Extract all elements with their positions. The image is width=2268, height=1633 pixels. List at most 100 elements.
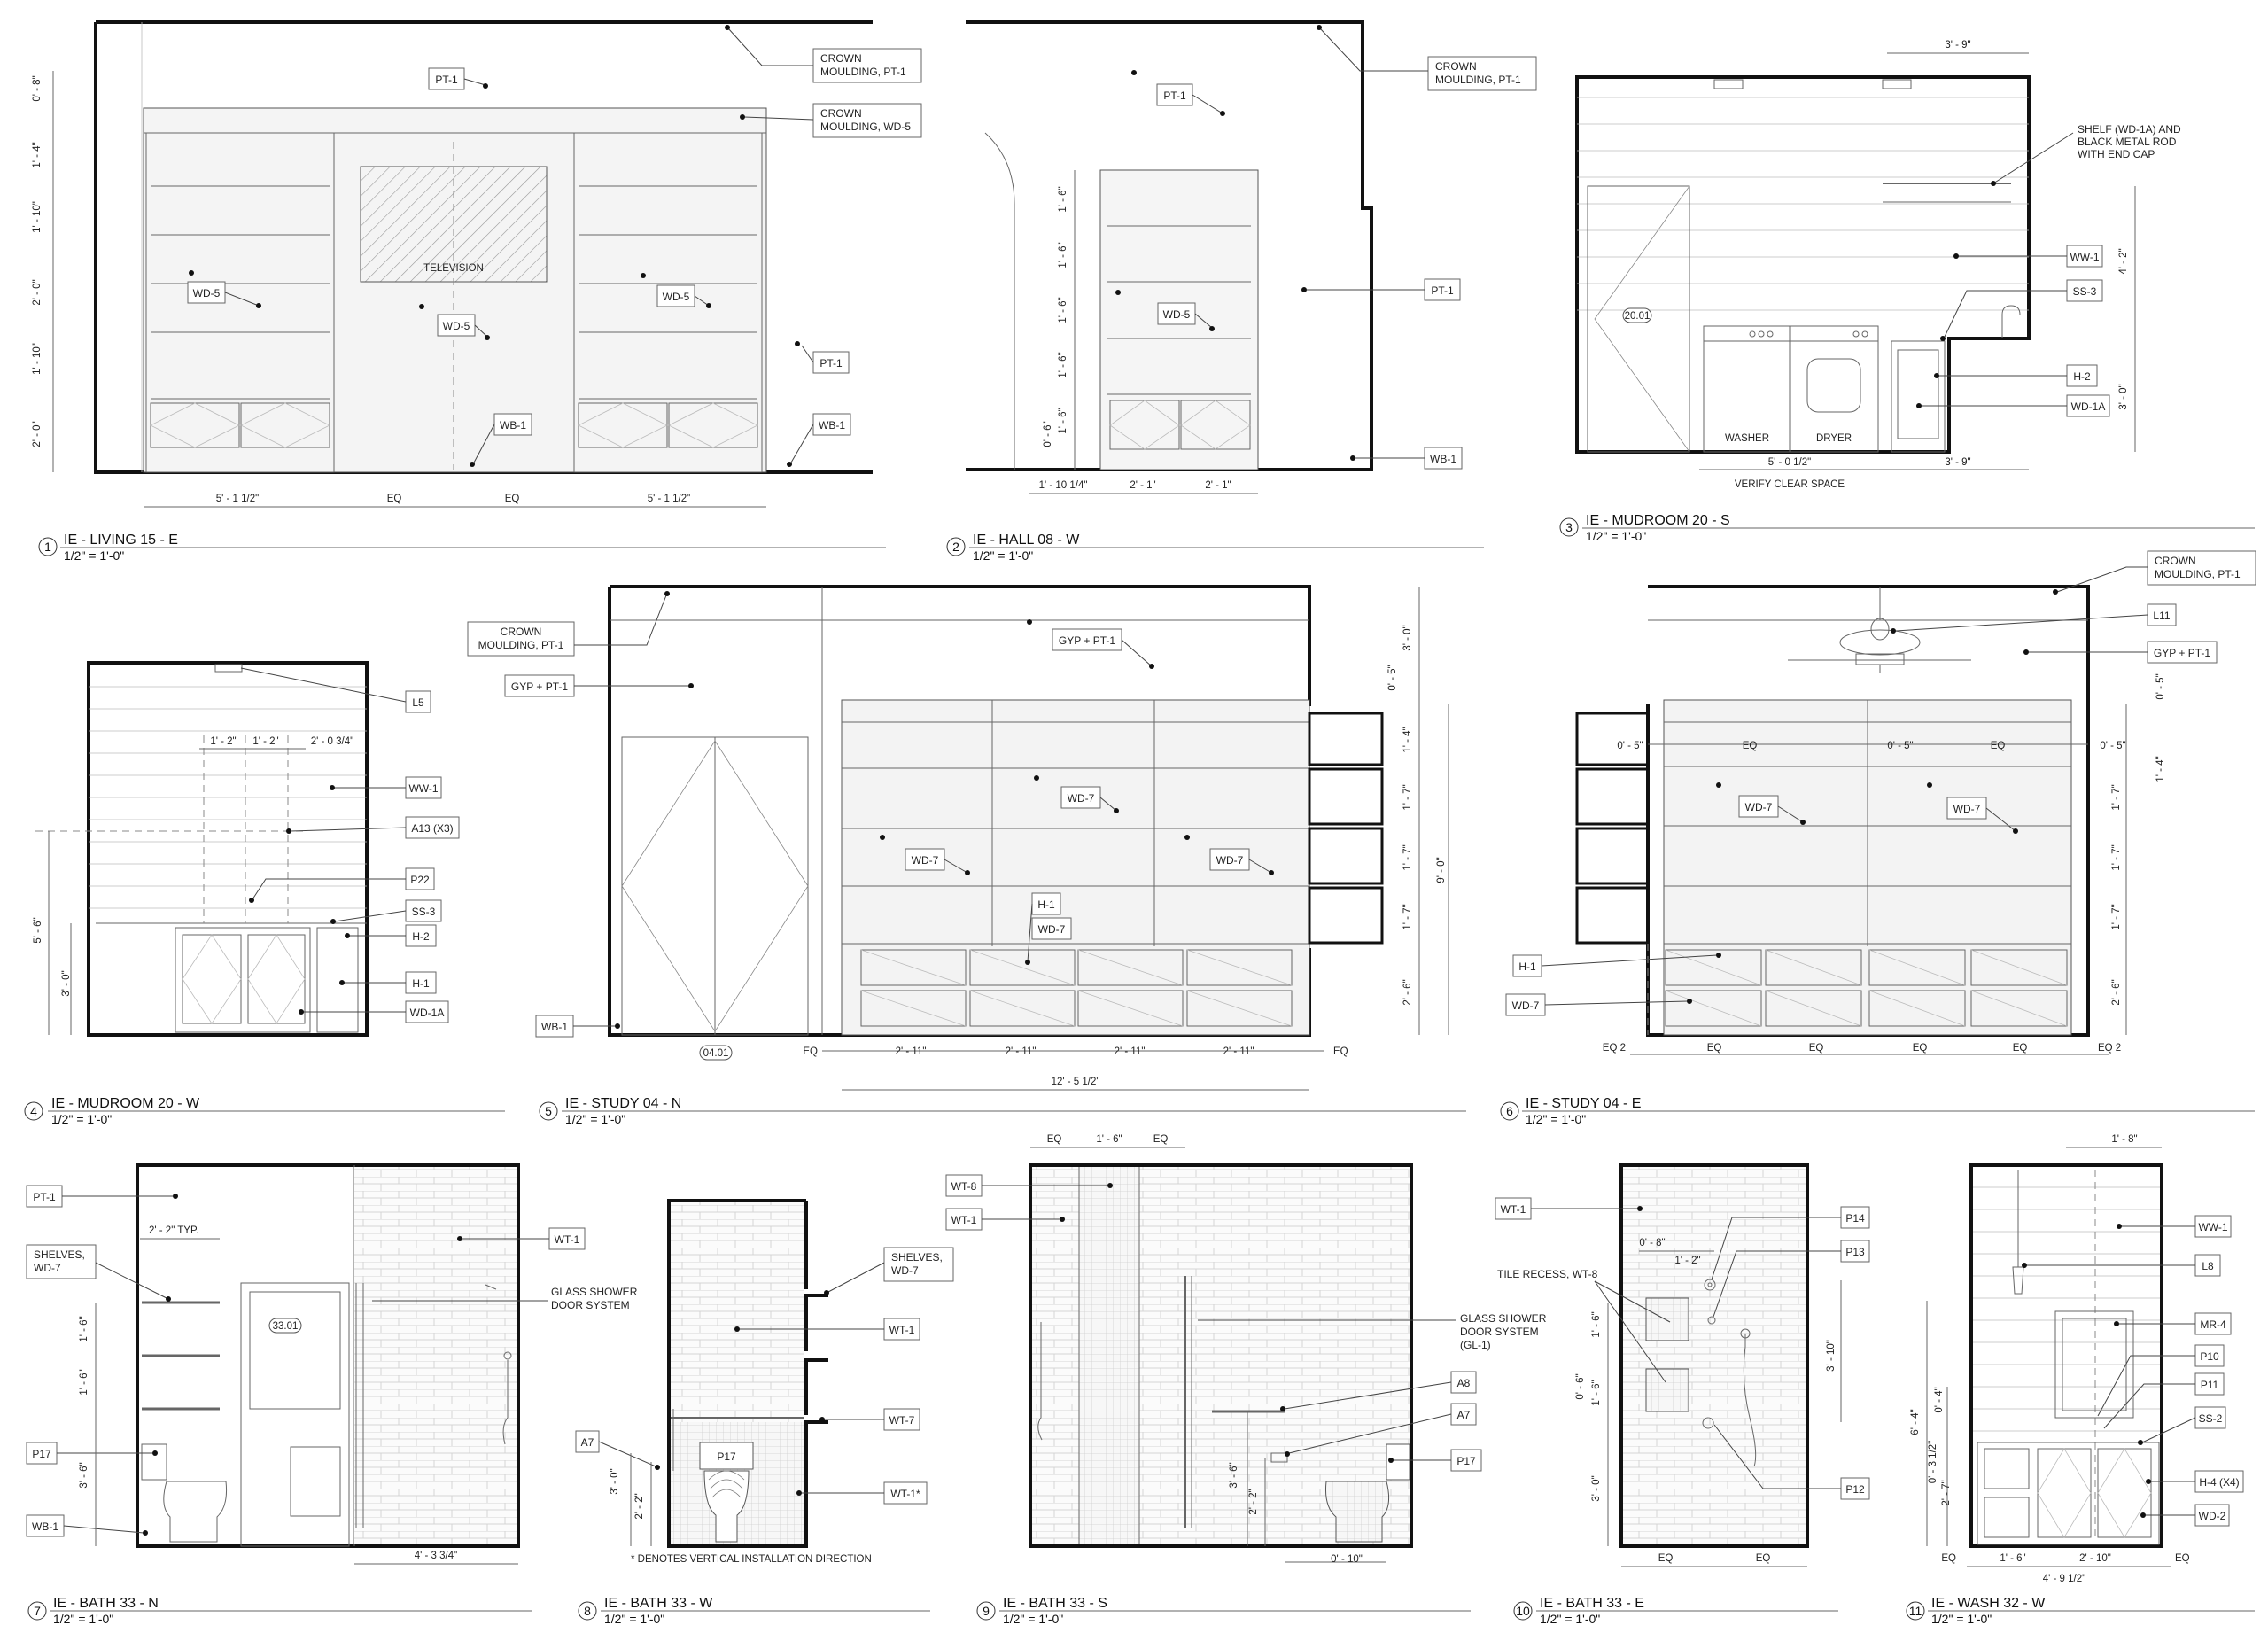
svg-text:1' - 7": 1' - 7" xyxy=(2111,844,2122,870)
svg-text:WD-5: WD-5 xyxy=(1163,308,1191,321)
ceiling-fan xyxy=(1788,587,1971,673)
svg-text:H-1: H-1 xyxy=(412,977,430,990)
tag-wd7-study-n2: WD-7 xyxy=(905,848,945,871)
svg-text:P17: P17 xyxy=(717,1450,736,1463)
svg-text:EQ: EQ xyxy=(1913,1043,1928,1054)
svg-text:1' - 6": 1' - 6" xyxy=(1591,1380,1602,1405)
svg-text:1/2" = 1'-0": 1/2" = 1'-0" xyxy=(1003,1612,1063,1626)
tag-wt7-w: WT-7 xyxy=(883,1408,920,1431)
svg-text:1' - 10": 1' - 10" xyxy=(32,343,43,375)
tag-h1-e: H-1 xyxy=(1512,954,1542,977)
svg-text:1/2" = 1'-0": 1/2" = 1'-0" xyxy=(51,1112,112,1126)
svg-text:P14: P14 xyxy=(1845,1212,1865,1225)
svg-text:P10: P10 xyxy=(2200,1350,2219,1363)
svg-text:MOULDING, PT-1: MOULDING, PT-1 xyxy=(820,66,906,78)
svg-text:H-1: H-1 xyxy=(1518,960,1536,973)
svg-text:EQ: EQ xyxy=(1333,1046,1348,1057)
svg-text:1/2" = 1'-0": 1/2" = 1'-0" xyxy=(1540,1612,1600,1626)
svg-text:MOULDING, WD-5: MOULDING, WD-5 xyxy=(820,121,911,133)
tag-wd5-center: WD-5 xyxy=(437,314,476,337)
tag-a8: A8 xyxy=(1450,1371,1477,1394)
svg-text:1: 1 xyxy=(44,540,51,554)
svg-text:2' - 11": 2' - 11" xyxy=(1115,1046,1146,1057)
tag-ww1-mudroom-w: WW-1 xyxy=(405,776,442,799)
svg-text:(GL-1): (GL-1) xyxy=(1460,1339,1491,1351)
svg-text:1' - 7": 1' - 7" xyxy=(1402,784,1413,810)
svg-text:WT-1: WT-1 xyxy=(951,1214,977,1226)
tag-ww1-mudroom: WW-1 xyxy=(2066,245,2103,268)
svg-text:10: 10 xyxy=(1516,1604,1530,1618)
view-8-title: 8 IE - BATH 33 - W 1/2" = 1'-0" xyxy=(578,1596,930,1626)
svg-text:GYP + PT-1: GYP + PT-1 xyxy=(511,680,568,693)
tag-wt1-s: WT-1 xyxy=(945,1208,983,1231)
svg-text:1/2" = 1'-0": 1/2" = 1'-0" xyxy=(64,548,124,563)
tag-wd2: WD-2 xyxy=(2194,1504,2230,1527)
svg-text:EQ: EQ xyxy=(1047,1134,1062,1145)
view-1-title: 1 IE - LIVING 15 - E 1/2" = 1'-0" xyxy=(38,533,886,563)
svg-text:20.01: 20.01 xyxy=(1625,311,1651,322)
svg-text:P11: P11 xyxy=(2201,1379,2219,1391)
svg-text:WW-1: WW-1 xyxy=(2070,251,2099,263)
svg-text:1' - 6": 1' - 6" xyxy=(1058,408,1068,433)
svg-text:H-4 (X4): H-4 (X4) xyxy=(2199,1476,2239,1489)
svg-text:1' - 2": 1' - 2" xyxy=(252,736,278,747)
svg-text:EQ: EQ xyxy=(1658,1553,1674,1564)
svg-text:EQ: EQ xyxy=(505,494,520,504)
tag-wd7-e2: WD-7 xyxy=(1946,797,1987,820)
svg-text:1' - 8": 1' - 8" xyxy=(2111,1134,2137,1145)
view-5-title: 5 IE - STUDY 04 - N 1/2" = 1'-0" xyxy=(539,1096,1466,1126)
svg-text:EQ 2: EQ 2 xyxy=(1603,1043,1626,1054)
svg-text:WASHER: WASHER xyxy=(1725,433,1769,444)
tag-p17-bath-n: P17 xyxy=(26,1442,58,1465)
tag-gyp-pt1-left: GYP + PT-1 xyxy=(504,674,575,697)
tag-glass-door-s: GLASS SHOWER DOOR SYSTEM (GL-1) xyxy=(1460,1312,1547,1351)
tag-gyp-pt1-e: GYP + PT-1 xyxy=(2147,641,2218,664)
svg-text:* DENOTES VERTICAL INSTALLATIO: * DENOTES VERTICAL INSTALLATION DIRECTIO… xyxy=(631,1554,872,1565)
tag-ww1-wash: WW-1 xyxy=(2194,1215,2232,1238)
svg-text:L5: L5 xyxy=(412,696,424,709)
svg-text:1/2" = 1'-0": 1/2" = 1'-0" xyxy=(1526,1112,1586,1126)
svg-text:5' - 0 1/2": 5' - 0 1/2" xyxy=(1768,457,1811,468)
svg-text:3' - 0": 3' - 0" xyxy=(61,970,72,996)
svg-text:L8: L8 xyxy=(2202,1260,2214,1272)
tag-p10: P10 xyxy=(2194,1344,2225,1367)
svg-text:WD-7: WD-7 xyxy=(1512,999,1540,1012)
tag-wd7-e1: WD-7 xyxy=(1738,795,1779,818)
view-8-bath-west: P17 SHELVES,WD-7 WT-1 WT-7 WT-1* A7 3' -… xyxy=(575,1199,954,1626)
svg-text:WD-7: WD-7 xyxy=(891,1264,919,1277)
svg-text:1/2" = 1'-0": 1/2" = 1'-0" xyxy=(565,1112,625,1126)
dims-vertical-view-1: 0' - 8" 1' - 4" 1' - 10" 2' - 0" 1' - 10… xyxy=(32,71,54,472)
left-bookcase xyxy=(145,132,335,473)
svg-text:0' - 5": 0' - 5" xyxy=(1887,741,1913,751)
tag-wt8: WT-8 xyxy=(945,1174,983,1197)
svg-text:H-2: H-2 xyxy=(412,930,430,943)
svg-text:CROWN: CROWN xyxy=(2155,555,2196,567)
tag-p22: P22 xyxy=(405,867,435,890)
svg-text:1/2" = 1'-0": 1/2" = 1'-0" xyxy=(53,1612,113,1626)
svg-text:3' - 6": 3' - 6" xyxy=(79,1462,89,1488)
svg-text:WD-7: WD-7 xyxy=(34,1262,61,1274)
svg-text:6' - 4": 6' - 4" xyxy=(1910,1409,1921,1435)
svg-text:2' - 0 3/4": 2' - 0 3/4" xyxy=(311,736,353,747)
svg-text:EQ: EQ xyxy=(1809,1043,1824,1054)
svg-text:WT-1: WT-1 xyxy=(889,1324,915,1336)
svg-text:9' - 0": 9' - 0" xyxy=(1436,857,1447,883)
svg-text:BLACK METAL ROD: BLACK METAL ROD xyxy=(2078,136,2177,148)
dims-view-4: 1' - 2" 1' - 2" 2' - 0 3/4" 5' - 6" 3' -… xyxy=(33,736,353,1035)
tag-h4: H-4 (X4) xyxy=(2194,1470,2244,1493)
svg-text:WD-7: WD-7 xyxy=(1216,854,1244,867)
svg-text:PT-1: PT-1 xyxy=(33,1191,56,1203)
tag-a13: A13 (X3) xyxy=(405,816,460,839)
svg-text:IE - LIVING 15 - E: IE - LIVING 15 - E xyxy=(64,533,178,548)
svg-text:3' - 0": 3' - 0" xyxy=(1402,625,1413,650)
svg-text:3' - 0": 3' - 0" xyxy=(2118,384,2129,409)
tag-mr4: MR-4 xyxy=(2194,1312,2232,1335)
svg-text:WT-1: WT-1 xyxy=(1501,1203,1526,1216)
svg-text:VERIFY CLEAR SPACE: VERIFY CLEAR SPACE xyxy=(1735,479,1845,490)
tag-wb1-center: WB-1 xyxy=(493,413,532,436)
tag-p17-s: P17 xyxy=(1450,1449,1482,1472)
svg-text:3' - 9": 3' - 9" xyxy=(1945,457,1970,468)
